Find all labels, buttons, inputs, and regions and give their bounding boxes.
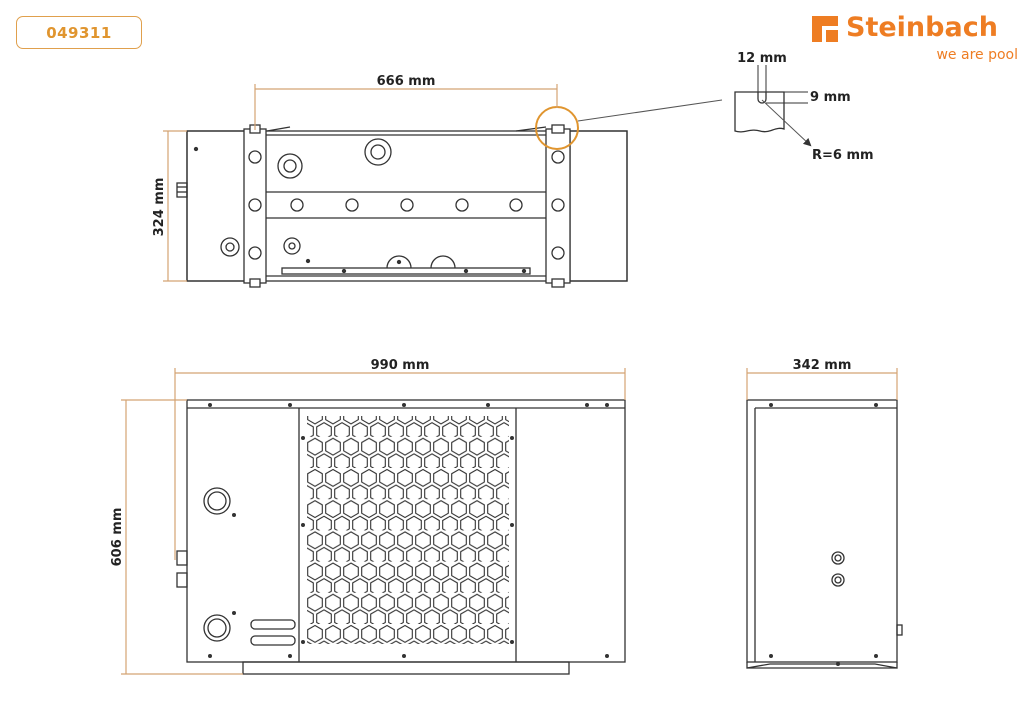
top-width-label: 666 mm xyxy=(377,74,436,89)
side-view xyxy=(746,399,903,669)
front-width-label: 990 mm xyxy=(371,358,430,373)
brand-logo: Steinbach we are pool xyxy=(812,12,1022,67)
front-view xyxy=(176,399,626,675)
brand-tagline: we are pool xyxy=(936,47,1018,63)
top-depth-label: 324 mm xyxy=(152,178,167,237)
brand-name: Steinbach xyxy=(846,12,998,43)
slot-depth-label: 9 mm xyxy=(810,90,851,105)
radius-label: R=6 mm xyxy=(812,148,874,163)
slot-detail xyxy=(734,65,812,147)
front-height-label: 606 mm xyxy=(110,508,125,567)
slot-width-label: 12 mm xyxy=(737,51,787,66)
product-code-badge: 049311 xyxy=(16,16,142,49)
top-view-dimensions xyxy=(163,84,558,282)
front-view-dimensions xyxy=(121,368,626,675)
steinbach-logo-icon xyxy=(812,16,838,42)
side-view-dimensions xyxy=(746,368,898,400)
product-code: 049311 xyxy=(46,23,112,42)
side-depth-label: 342 mm xyxy=(793,358,852,373)
